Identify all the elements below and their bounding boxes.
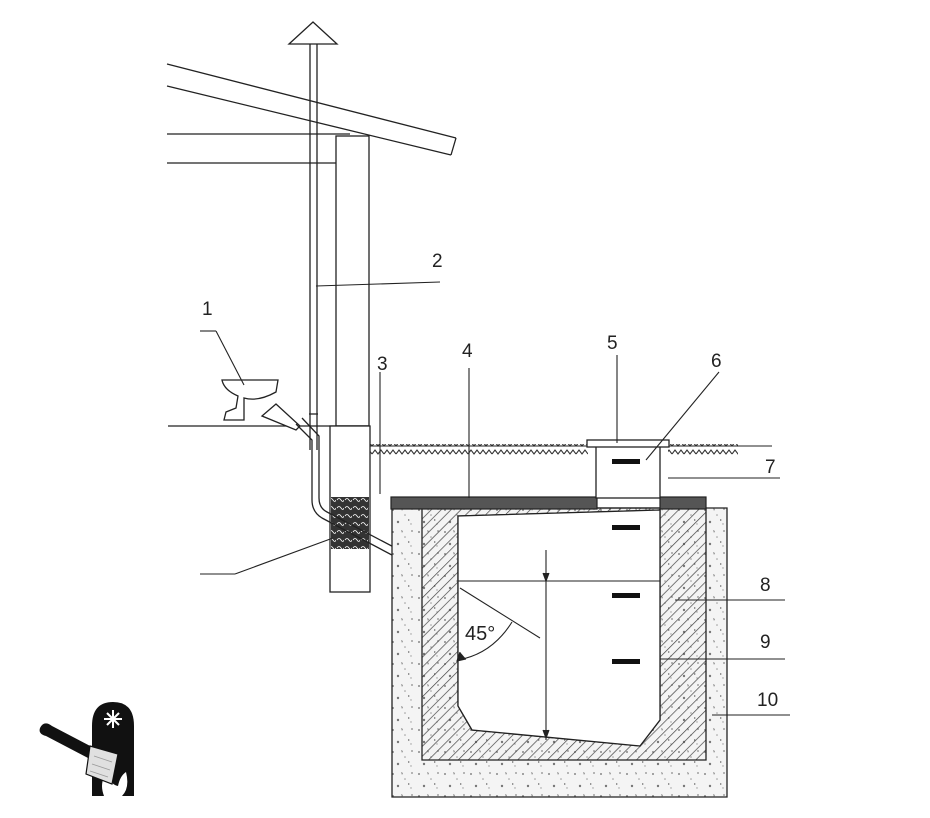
pipe-seal	[331, 497, 369, 549]
callout-8: 8	[760, 575, 771, 596]
angle-label: 45°	[465, 623, 495, 645]
vent-pipe	[287, 21, 339, 450]
callout-5: 5	[607, 333, 618, 354]
callout-4: 4	[462, 341, 473, 362]
callout-10: 10	[757, 690, 778, 711]
ladder-rungs	[612, 459, 640, 664]
callout-6: 6	[711, 351, 722, 372]
toilet-icon	[221, 379, 301, 431]
callout-3: 3	[377, 354, 388, 375]
angle-indicator	[456, 587, 541, 662]
callout-9: 9	[760, 632, 771, 653]
fire-brand-logo	[39, 702, 134, 796]
pit-interior	[457, 509, 661, 747]
roof	[166, 63, 457, 164]
leader-lines	[200, 281, 790, 716]
depth-dimension	[458, 550, 660, 740]
ground-surface	[370, 444, 772, 456]
callout-2: 2	[432, 251, 443, 272]
hatch-frame	[586, 439, 670, 499]
house-wall	[335, 135, 370, 427]
cover-slab	[390, 496, 707, 510]
callout-7: 7	[765, 457, 776, 478]
callout-1: 1	[202, 299, 213, 320]
